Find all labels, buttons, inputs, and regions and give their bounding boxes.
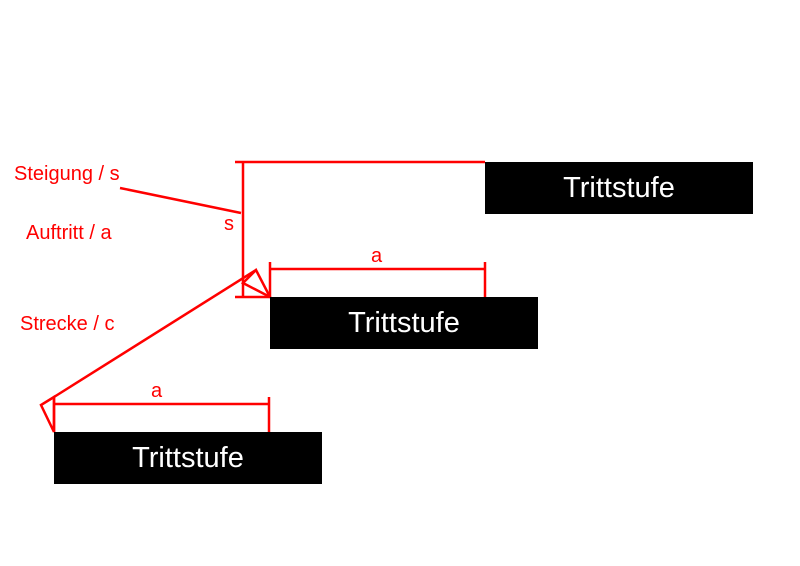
s-mark: s [224, 213, 234, 235]
upper-a-mark: a [371, 245, 383, 267]
tread-middle: Trittstufe [270, 297, 538, 349]
strecke-label: Strecke / c [20, 313, 115, 335]
steigung-leader-line [119, 186, 242, 215]
strecke-diagonal-line [53, 268, 257, 399]
tread-bottom: Trittstufe [54, 432, 322, 484]
upper-arrow-triangle [240, 267, 273, 300]
lower-a-mark: a [151, 380, 163, 402]
auftritt-label: Auftritt / a [26, 222, 112, 244]
lower-arrow-triangle [39, 394, 56, 433]
tread-top: Trittstufe [485, 162, 753, 214]
steigung-label: Steigung / s [14, 163, 120, 185]
